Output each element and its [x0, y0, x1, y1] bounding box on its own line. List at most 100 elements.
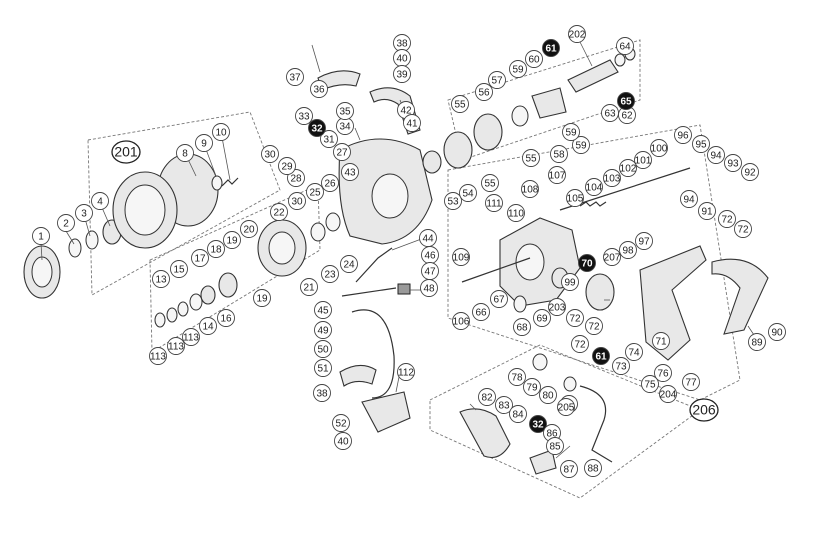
callout-label: 73: [615, 362, 627, 373]
callout-101: 101: [634, 151, 652, 169]
callout-marker: [472, 303, 490, 321]
main-gear-203: [585, 273, 615, 311]
callout-label: 92: [744, 168, 756, 179]
line-roller-arm-36: [317, 70, 361, 91]
callout-205: 205: [557, 398, 575, 416]
callout-label: 83: [498, 401, 510, 412]
callout-20: 20: [240, 220, 258, 238]
callout-103: 103: [603, 169, 621, 187]
callout-label: 29: [281, 162, 293, 173]
callout-59: 59: [562, 123, 580, 141]
callout-label: 113: [168, 342, 184, 353]
callout-label: 3: [81, 209, 87, 220]
callout-marker: [420, 279, 438, 297]
callout-label: 72: [569, 314, 581, 325]
callout-label: 104: [586, 183, 603, 194]
callout-label: 45: [317, 306, 329, 317]
callout-label: 28: [290, 174, 302, 185]
callout-32: 32: [529, 415, 547, 433]
callout-45: 45: [314, 301, 332, 319]
callout-109: 109: [452, 248, 470, 266]
callout-43: 43: [341, 163, 359, 181]
callout-61: 61: [592, 347, 610, 365]
callout-marker: [452, 248, 470, 266]
callout-label: 206: [692, 402, 716, 418]
pinion-gear-53: [443, 131, 473, 169]
callout-marker: [321, 174, 339, 192]
trip-block-48: [397, 283, 411, 295]
callout-35: 35: [336, 102, 354, 120]
callout-label: 71: [655, 337, 667, 348]
knob-cap-87: [529, 449, 557, 475]
callout-90: 90: [768, 323, 786, 341]
callout-55: 55: [481, 174, 499, 192]
callout-label: 10: [215, 128, 227, 139]
callout-72: 72: [571, 335, 589, 353]
callout-marker: [111, 140, 141, 164]
callout-14: 14: [199, 317, 217, 335]
callout-label: 70: [581, 259, 593, 270]
callout-68: 68: [513, 318, 531, 336]
callout-95: 95: [692, 135, 710, 153]
callout-label: 30: [291, 197, 303, 208]
callout-202: 202: [568, 25, 586, 43]
callout-label: 14: [202, 322, 214, 333]
callout-label: 62: [621, 111, 633, 122]
callout-113: 113: [167, 337, 185, 355]
callout-24: 24: [340, 255, 358, 273]
callout-marker: [333, 143, 351, 161]
callout-label: 79: [526, 383, 538, 394]
callout-marker: [300, 278, 318, 296]
callout-label: 15: [173, 265, 185, 276]
callout-106: 106: [452, 312, 470, 330]
callout-marker: [320, 130, 338, 148]
callout-label: 25: [309, 188, 321, 199]
callout-marker: [314, 359, 332, 377]
callout-marker: [306, 183, 324, 201]
callout-label: 72: [737, 225, 749, 236]
callout-marker: [332, 414, 350, 432]
callout-marker: [561, 273, 579, 291]
handle-group-box: [429, 344, 701, 499]
callout-marker: [481, 174, 499, 192]
callout-marker: [261, 145, 279, 163]
callout-30: 30: [288, 192, 306, 210]
callout-marker: [619, 241, 637, 259]
callout-52: 52: [332, 414, 350, 432]
callout-marker: [459, 184, 477, 202]
callout-69: 69: [533, 309, 551, 327]
callout-55: 55: [451, 95, 469, 113]
callout-label: 13: [155, 275, 167, 286]
callout-75: 75: [641, 375, 659, 393]
callout-marker: [659, 385, 677, 403]
callout-label: 51: [317, 364, 329, 375]
spring-47: [341, 287, 397, 297]
callout-label: 19: [256, 294, 268, 305]
callout-marker: [542, 39, 560, 57]
washer-2: [68, 238, 82, 258]
callout-marker: [509, 405, 527, 423]
callout-label: 94: [710, 151, 722, 162]
callout-29: 29: [278, 157, 296, 175]
washer-113a: [154, 312, 166, 328]
callout-marker: [557, 398, 575, 416]
callout-31: 31: [320, 130, 338, 148]
callout-77: 77: [682, 373, 700, 391]
pinion-group-box: [447, 39, 641, 161]
callout-97: 97: [635, 232, 653, 250]
callout-58: 58: [550, 145, 568, 163]
callout-17: 17: [191, 249, 209, 267]
callout-13: 13: [152, 270, 170, 288]
callout-marker: [223, 231, 241, 249]
callout-21: 21: [300, 278, 318, 296]
callout-56: 56: [475, 83, 493, 101]
clicker-spring-9: [221, 177, 239, 187]
callout-label: 4: [97, 197, 103, 208]
callout-label: 27: [336, 148, 348, 159]
callout-label: 2: [63, 219, 69, 230]
callout-18: 18: [207, 240, 225, 258]
callout-label: 57: [491, 76, 503, 87]
callout-marker: [478, 388, 496, 406]
callout-label: 37: [289, 73, 301, 84]
handle-knob-82: [459, 408, 511, 459]
